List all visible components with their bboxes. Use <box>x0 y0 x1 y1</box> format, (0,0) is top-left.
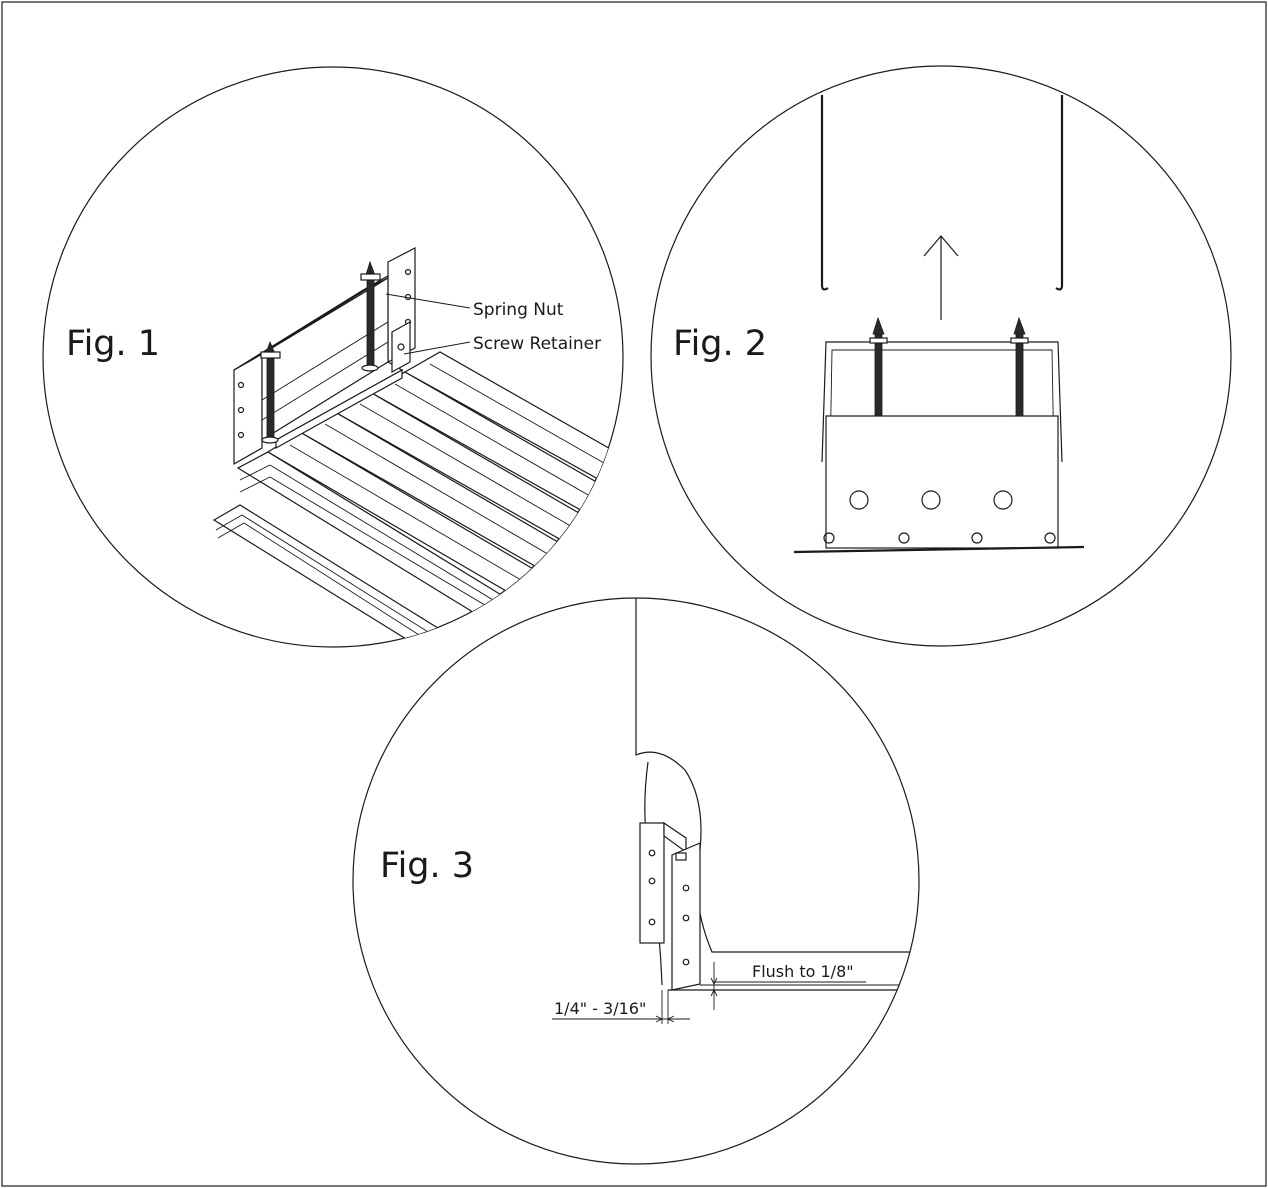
threaded-rods <box>260 260 381 444</box>
gap-dimension <box>552 990 690 1024</box>
screw-retainer-leader <box>403 341 471 355</box>
retainer-bracket <box>639 821 701 991</box>
damper-sleeve <box>793 341 1085 554</box>
gap-dimension-label: 1/4" - 3/16" <box>554 999 646 1018</box>
hanger-wire-right <box>1055 95 1064 291</box>
figure-2-title: Fig. 2 <box>673 324 767 364</box>
bracket-plate-right <box>671 842 701 991</box>
threaded-rod-right <box>366 277 375 369</box>
figure-1-title: Fig. 1 <box>66 324 160 364</box>
spring-nut-label: Spring Nut <box>473 300 564 320</box>
figure-1: Fig. 1 Spring Nut Screw Retainer <box>42 66 624 648</box>
figure-2-circle <box>650 65 1232 647</box>
spring-nut <box>360 273 381 281</box>
figure-2: Fig. 2 <box>650 65 1232 647</box>
figure-3-title: Fig. 3 <box>380 846 474 886</box>
spring-nut-leader <box>385 293 471 309</box>
screw-retainer <box>391 320 411 374</box>
up-arrow-icon <box>923 235 959 320</box>
flush-dimension <box>710 962 866 1010</box>
damper-flange <box>212 504 472 647</box>
threaded-rods-fig2 <box>869 316 1029 417</box>
figure-1-circle <box>42 66 624 648</box>
sleeve-flange <box>793 545 1085 554</box>
bracket-plate-left <box>639 822 665 944</box>
figure-3: Fig. 3 Flush to 1/8" 1/4" - 3/16" <box>352 597 920 1165</box>
threaded-rod-left <box>266 355 275 439</box>
hanger-wire-left <box>820 95 829 291</box>
flush-dimension-label: Flush to 1/8" <box>752 962 854 981</box>
screw-retainer-label: Screw Retainer <box>473 334 601 354</box>
